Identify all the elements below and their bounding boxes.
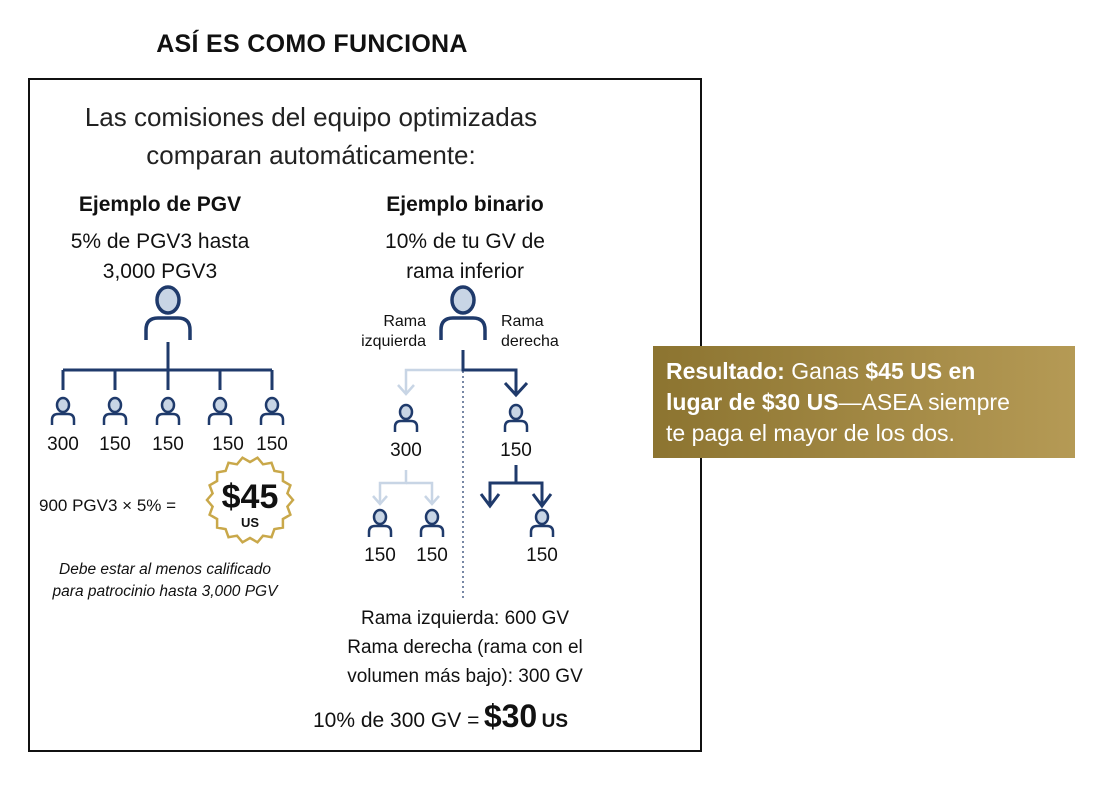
binary-right-sub-value: 150	[526, 545, 558, 566]
pgv-sponsor-person-icon	[144, 285, 192, 342]
result-line-2: lugar de $30 US—ASEA siempre	[666, 387, 1075, 418]
binary-summary-line-3: volumen más bajo): 300 GV	[347, 666, 583, 687]
pgv-value-5: 150	[256, 434, 288, 455]
intro-line-1: Las comisiones del equipo optimizadas	[84, 102, 538, 132]
pgv-value-4: 150	[212, 434, 244, 455]
pgv-value-1: 300	[47, 434, 79, 455]
binary-left-member-icon	[393, 403, 419, 434]
pgv-note-line-2: para patrocinio hasta 3,000 PGV	[52, 583, 278, 600]
pgv-member-icon-5	[259, 396, 285, 427]
result-bold-1: $45 US en	[865, 358, 976, 384]
result-callout: Resultado: Ganas $45 US en lugar de $30 …	[653, 346, 1075, 458]
binary-sponsor-person-icon	[439, 285, 487, 342]
binary-right-label-line-2: derecha	[501, 333, 559, 350]
binary-equation-row: 10% de 300 GV = $30 US	[313, 698, 568, 735]
binary-left-sub-member-icon-1	[367, 508, 393, 539]
binary-left-label-line-2: izquierda	[361, 333, 426, 350]
pgv-member-icon-3	[155, 396, 181, 427]
pgv-description: 5% de PGV3 hasta 3,000 PGV3	[40, 227, 280, 287]
pgv-desc-line-1: 5% de PGV3 hasta	[70, 230, 250, 253]
result-line-1: Resultado: Ganas $45 US en	[666, 356, 1075, 387]
pgv-equation: 900 PGV3 × 5% =	[39, 496, 177, 515]
pgv-result-unit: US	[240, 515, 260, 530]
binary-desc-line-2: rama inferior	[406, 260, 524, 283]
binary-heading: Ejemplo binario	[386, 193, 544, 216]
result-line-3: te paga el mayor de los dos.	[666, 420, 955, 446]
pgv-result-seal-icon	[205, 456, 295, 544]
binary-summary-line-2: Rama derecha (rama con el	[347, 637, 583, 658]
binary-left-sub-value-2: 150	[416, 545, 448, 566]
binary-right-member-icon	[503, 403, 529, 434]
result-label: Resultado:	[666, 358, 785, 384]
binary-result-amount: $30	[483, 698, 538, 734]
binary-left-branch-label: Rama izquierda	[346, 312, 426, 352]
binary-left-value: 300	[390, 440, 422, 461]
pgv-value-2: 150	[99, 434, 131, 455]
binary-right-branch-label: Rama derecha	[501, 312, 591, 352]
binary-summary: Rama izquierda: 600 GV Rama derecha (ram…	[300, 604, 630, 691]
binary-right-label-line-1: Rama	[501, 313, 544, 330]
binary-description: 10% de tu GV de rama inferior	[340, 227, 590, 287]
binary-summary-line-1: Rama izquierda: 600 GV	[360, 608, 570, 629]
binary-left-sub-member-icon-2	[419, 508, 445, 539]
result-text-2: —ASEA siempre	[838, 389, 1010, 415]
pgv-member-icon-2	[102, 396, 128, 427]
binary-desc-line-1: 10% de tu GV de	[385, 230, 545, 253]
binary-left-branch-arrows	[372, 368, 463, 506]
pgv-note-line-1: Debe estar al menos calificado	[59, 561, 271, 578]
binary-equation: 10% de 300 GV =	[313, 709, 480, 732]
binary-right-branch-arrows	[461, 350, 553, 509]
intro-text: Las comisiones del equipo optimizadas co…	[28, 98, 594, 174]
result-bold-2: lugar de $30 US	[666, 389, 839, 415]
binary-result-unit: US	[541, 711, 569, 732]
pgv-tree-lines	[61, 342, 274, 390]
pgv-result-amount: $45	[221, 478, 279, 516]
binary-right-sub-member-icon	[529, 508, 555, 539]
pgv-desc-line-2: 3,000 PGV3	[102, 260, 218, 283]
pgv-heading: Ejemplo de PGV	[78, 193, 242, 216]
intro-line-2: comparan automáticamente:	[146, 140, 476, 170]
binary-left-sub-value-1: 150	[364, 545, 396, 566]
pgv-value-3: 150	[152, 434, 184, 455]
pgv-qualification-note: Debe estar al menos calificado para patr…	[20, 559, 310, 603]
binary-left-label-line-1: Rama	[383, 313, 426, 330]
result-text-1: Ganas	[784, 358, 866, 384]
pgv-member-icon-4	[207, 396, 233, 427]
binary-right-value: 150	[500, 440, 532, 461]
pgv-member-icon-1	[50, 396, 76, 427]
page-title: ASÍ ES COMO FUNCIONA	[156, 30, 468, 58]
